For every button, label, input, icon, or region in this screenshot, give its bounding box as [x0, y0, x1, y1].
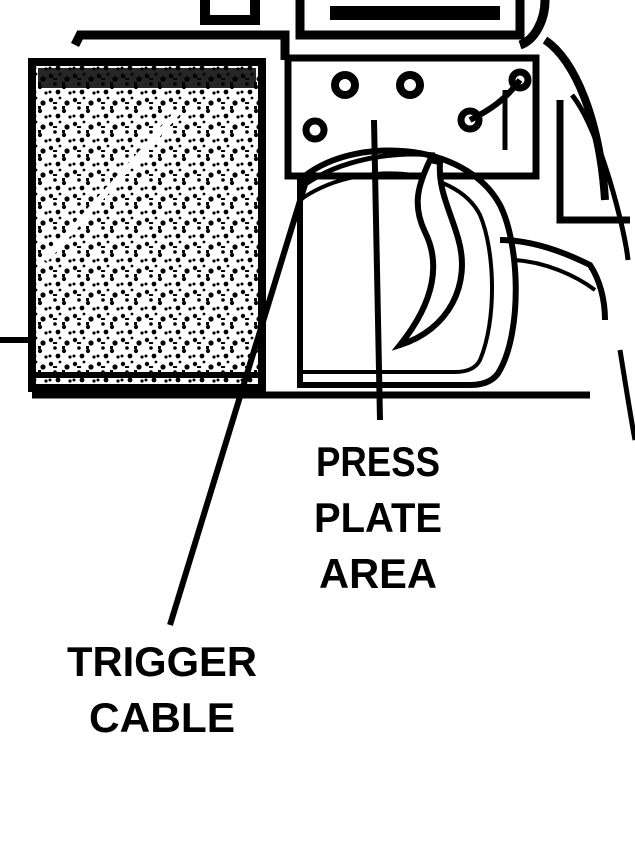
upper-frame: [70, 0, 550, 60]
trigger: [391, 156, 465, 351]
grip-frame: [542, 36, 635, 441]
press-plate-label-line-2: PLATE: [314, 494, 442, 541]
trigger-cable-label: TRIGGER CABLE: [67, 638, 257, 741]
cylinder: [28, 58, 266, 392]
trigger-cable: [298, 151, 436, 190]
press-plate-label-line-1: PRESS: [316, 438, 440, 485]
trigger-cable-label-line-1: TRIGGER: [67, 638, 257, 685]
press-plate: [284, 54, 540, 180]
trigger-guard: [297, 147, 608, 388]
press-plate-leader-line: [371, 119, 383, 421]
trigger-cable-leader-line: [167, 177, 310, 626]
press-plate-label-line-3: AREA: [319, 550, 437, 597]
press-plate-area-label: PRESS PLATE AREA: [314, 438, 442, 597]
trigger-cable-label-line-2: CABLE: [89, 694, 235, 741]
